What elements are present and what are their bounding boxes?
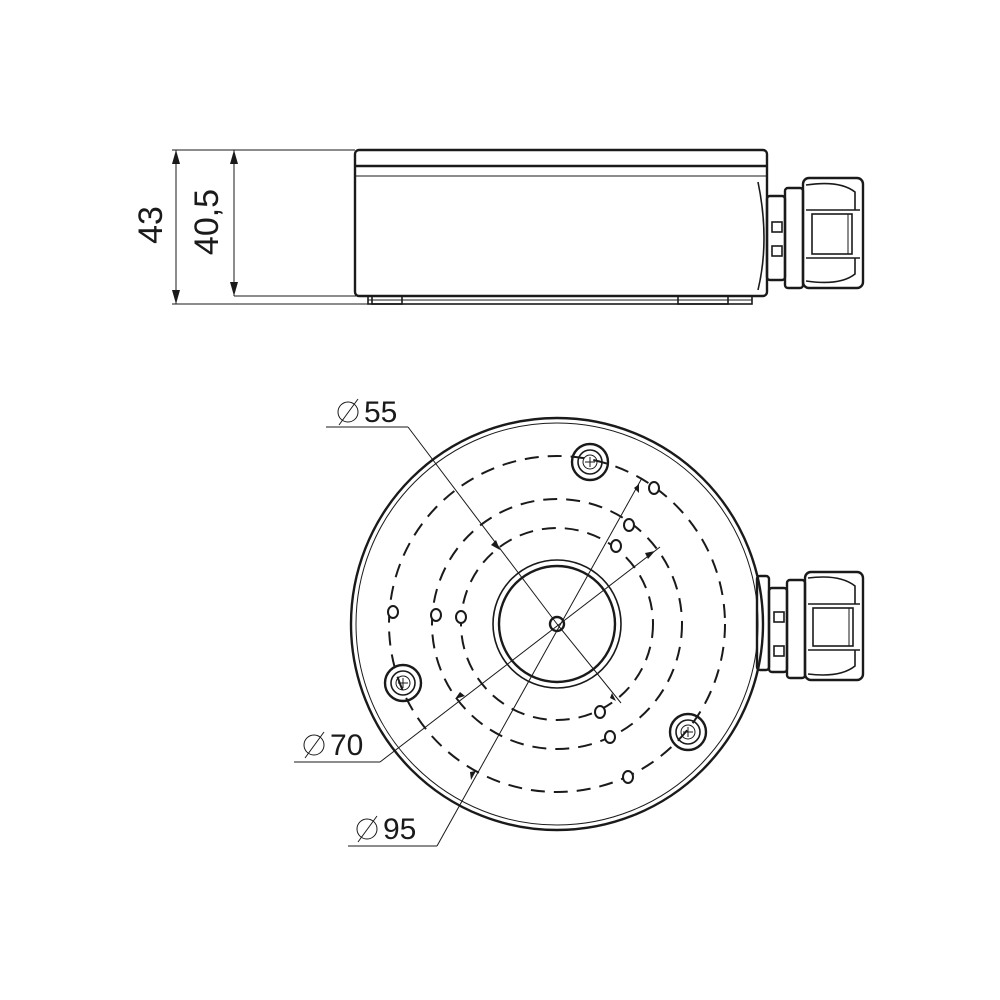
mounting-holes [387, 481, 660, 784]
dimension-total-height: 43 [132, 149, 368, 305]
diameter-55-text: 55 [364, 396, 397, 429]
label-diameter-55: 55 [337, 396, 397, 429]
screw-boss-top [570, 442, 610, 482]
screw-boss-left [383, 663, 423, 703]
center-hole-inner [497, 564, 617, 684]
base-foot-right [677, 295, 729, 305]
dimension-label-43: 43 [132, 206, 170, 244]
dimension-leader-95 [348, 477, 643, 847]
diameter-95-text: 95 [383, 813, 416, 846]
dimension-leader-70 [294, 546, 661, 763]
dimension-label-40-5: 40,5 [188, 189, 226, 255]
dimension-leader-55 [326, 426, 622, 704]
base-foot-left [371, 295, 403, 305]
cable-gland-top [755, 570, 865, 682]
label-diameter-95: 95 [356, 813, 416, 846]
box-body-outline [353, 148, 769, 298]
cable-gland-side [765, 176, 865, 290]
bolt-circle-70 [431, 498, 683, 750]
outer-body-circle [349, 416, 765, 832]
side-view: 43 40,5 [132, 148, 865, 305]
top-view: 55 70 95 [294, 396, 865, 847]
bolt-circle-95 [388, 455, 726, 793]
diameter-70-text: 70 [330, 729, 363, 762]
center-hole-outer [492, 559, 622, 689]
screw-boss-bottom-right [668, 712, 708, 752]
label-diameter-70: 70 [303, 729, 363, 762]
dimension-body-height: 40,5 [188, 150, 368, 297]
